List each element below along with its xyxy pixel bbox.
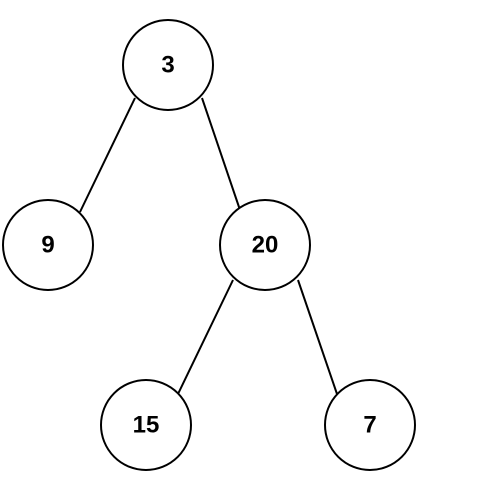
node-circle [100,379,192,471]
node-label: 3 [161,52,174,79]
edge-20-to-7 [297,279,338,395]
node-label: 20 [252,232,279,259]
edge-3-to-9 [79,97,136,213]
node-circle [122,19,214,111]
tree-edges [79,97,338,395]
node-label: 15 [133,412,160,439]
node-circle [2,199,94,291]
node-label: 9 [41,232,54,259]
tree-node-3: 3 [122,19,214,111]
edge-3-to-20 [201,97,241,211]
node-label: 7 [363,412,376,439]
tree-node-20: 20 [219,199,311,291]
edge-20-to-15 [177,279,234,395]
node-circle [324,379,416,471]
tree-node-15: 15 [100,379,192,471]
tree-node-7: 7 [324,379,416,471]
node-circle [219,199,311,291]
tree-node-9: 9 [2,199,94,291]
